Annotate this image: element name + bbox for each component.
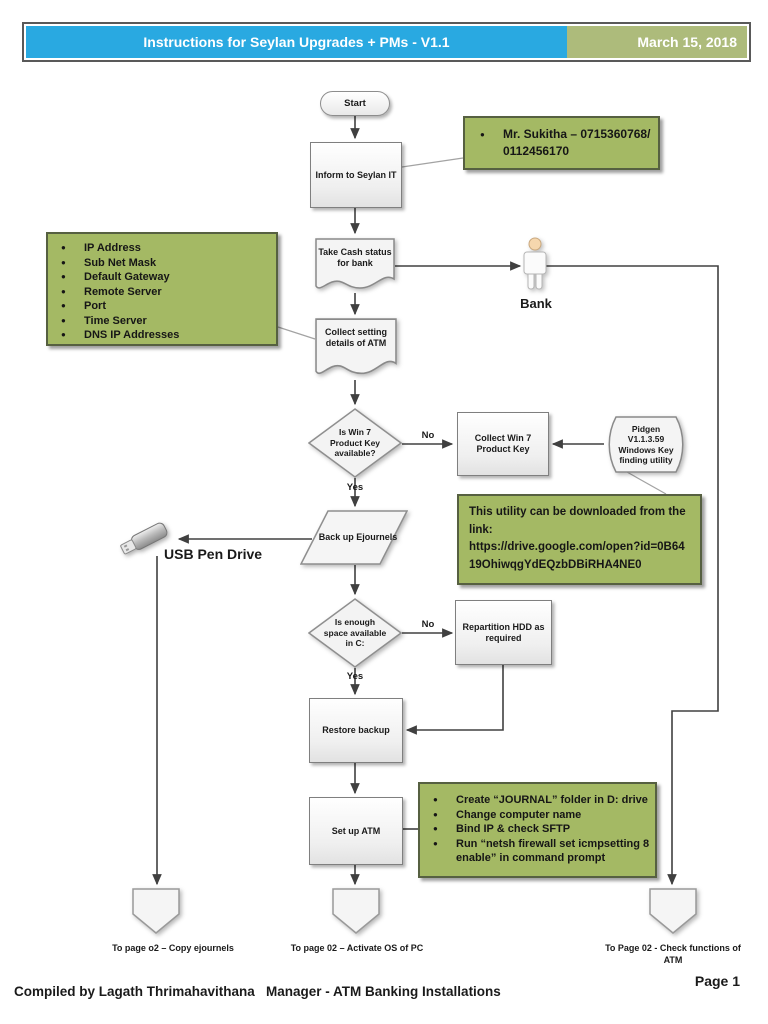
offpage-label-right: To Page 02 - Check functions of ATM: [605, 943, 741, 965]
note-setup-tasks-list: Create “JOURNAL” folder in D: driveChang…: [424, 793, 651, 866]
bank-person-icon: [517, 236, 553, 294]
document-take-cash-label: Take Cash status for bank: [318, 247, 392, 268]
start-terminator: Start: [320, 91, 390, 116]
note-item: Time Server: [52, 314, 272, 329]
note-item: Port: [52, 299, 272, 314]
note-contact: Mr. Sukitha – 0715360768/ 0112456170: [463, 116, 660, 170]
note-item: Create “JOURNAL” folder in D: drive: [424, 793, 651, 808]
decision-win7-key-label: Is Win 7 Product Key available?: [329, 427, 381, 459]
note-item: Mr. Sukitha – 0715360768/ 0112456170: [471, 126, 652, 160]
process-setup-atm-label: Set up ATM: [331, 825, 381, 836]
process-collect-key: Collect Win 7 Product Key: [457, 412, 549, 476]
offpage-connector-left: [132, 888, 180, 934]
process-collect-key-label: Collect Win 7 Product Key: [474, 433, 532, 454]
document-shape: [315, 238, 395, 289]
note-utility-link: This utility can be downloaded from the …: [457, 494, 702, 585]
note-item: Sub Net Mask: [52, 256, 272, 271]
note-item: Change computer name: [424, 808, 651, 823]
branch-no-2: No: [421, 619, 435, 630]
note-item: Run “netsh firewall set icmpsetting 8 en…: [424, 837, 651, 866]
note-utility-url: https://drive.google.com/open?id=0B6419O…: [469, 541, 685, 571]
offpage-connector-right: [649, 888, 697, 934]
note-atm-settings-list: IP AddressSub Net MaskDefault GatewayRem…: [52, 241, 272, 343]
data-backup-ejournals: Back up Ejournels: [300, 510, 408, 565]
process-repartition-label: Repartition HDD as required: [462, 621, 545, 643]
note-item: Bind IP & check SFTP: [424, 822, 651, 837]
page-title: Instructions for Seylan Upgrades + PMs -…: [26, 26, 567, 58]
footer-compiled-by: Compiled by Lagath Thrimahavithana Manag…: [14, 984, 501, 999]
bank-label: Bank: [520, 296, 552, 311]
note-item: DNS IP Addresses: [52, 328, 272, 343]
scroll-shape: [608, 416, 684, 473]
document-collect-settings: Collect setting details of ATM: [315, 318, 397, 380]
arrow-repartition-to-restore: [405, 665, 504, 735]
note-contact-list: Mr. Sukitha – 0715360768/ 0112456170: [471, 126, 652, 160]
process-setup-atm: Set up ATM: [309, 797, 403, 865]
start-label: Start: [344, 98, 366, 109]
leader-pidgen-to-utility-note: [626, 471, 667, 495]
process-restore-backup-label: Restore backup: [322, 725, 390, 735]
process-inform-it: Inform to Seylan IT: [310, 142, 402, 208]
note-item: Remote Server: [52, 285, 272, 300]
note-utility-line1: This utility can be downloaded from the …: [469, 506, 686, 536]
decision-win7-key: Is Win 7 Product Key available?: [308, 408, 402, 478]
header-date: March 15, 2018: [567, 26, 747, 58]
document-pidgen-label: Pidgen V1.1.3.59 Windows Key finding uti…: [618, 423, 674, 466]
decision-disk-space-label: Is enough space available in C:: [323, 617, 387, 649]
note-item: Default Gateway: [52, 270, 272, 285]
note-atm-settings: IP AddressSub Net MaskDefault GatewayRem…: [46, 232, 278, 346]
header-bar: Instructions for Seylan Upgrades + PMs -…: [22, 22, 751, 62]
offpage-connector-middle: [332, 888, 380, 934]
process-inform-it-label: Inform to Seylan IT: [315, 169, 397, 180]
document-shape: [315, 318, 397, 375]
note-setup-tasks: Create “JOURNAL” folder in D: driveChang…: [418, 782, 657, 878]
document-take-cash: Take Cash status for bank: [315, 238, 395, 294]
branch-yes-1: Yes: [346, 482, 364, 493]
branch-no-1: No: [421, 430, 435, 441]
process-restore-backup: Restore backup: [309, 698, 403, 763]
parallelogram-shape: [300, 510, 408, 565]
usb-drive-icon: [110, 516, 180, 562]
leader-settings-note-to-doc: [277, 326, 316, 340]
leader-inform-to-contact-note: [401, 157, 464, 168]
offpage-label-middle: To page 02 – Activate OS of PC: [290, 943, 424, 953]
decision-diamond: [308, 408, 402, 478]
process-repartition: Repartition HDD as required: [455, 600, 552, 665]
decision-diamond: [308, 598, 402, 668]
footer-page-number: Page 1: [694, 973, 740, 989]
document-pidgen: Pidgen V1.1.3.59 Windows Key finding uti…: [603, 416, 689, 473]
note-item: IP Address: [52, 241, 272, 256]
data-backup-ejournals-label: Back up Ejournels: [318, 532, 398, 542]
decision-disk-space: Is enough space available in C:: [308, 598, 402, 668]
branch-yes-2: Yes: [346, 671, 364, 682]
offpage-label-left: To page o2 – Copy ejournels: [112, 943, 234, 953]
usb-drive-label: USB Pen Drive: [164, 546, 263, 562]
document-collect-settings-label: Collect setting details of ATM: [324, 327, 387, 348]
